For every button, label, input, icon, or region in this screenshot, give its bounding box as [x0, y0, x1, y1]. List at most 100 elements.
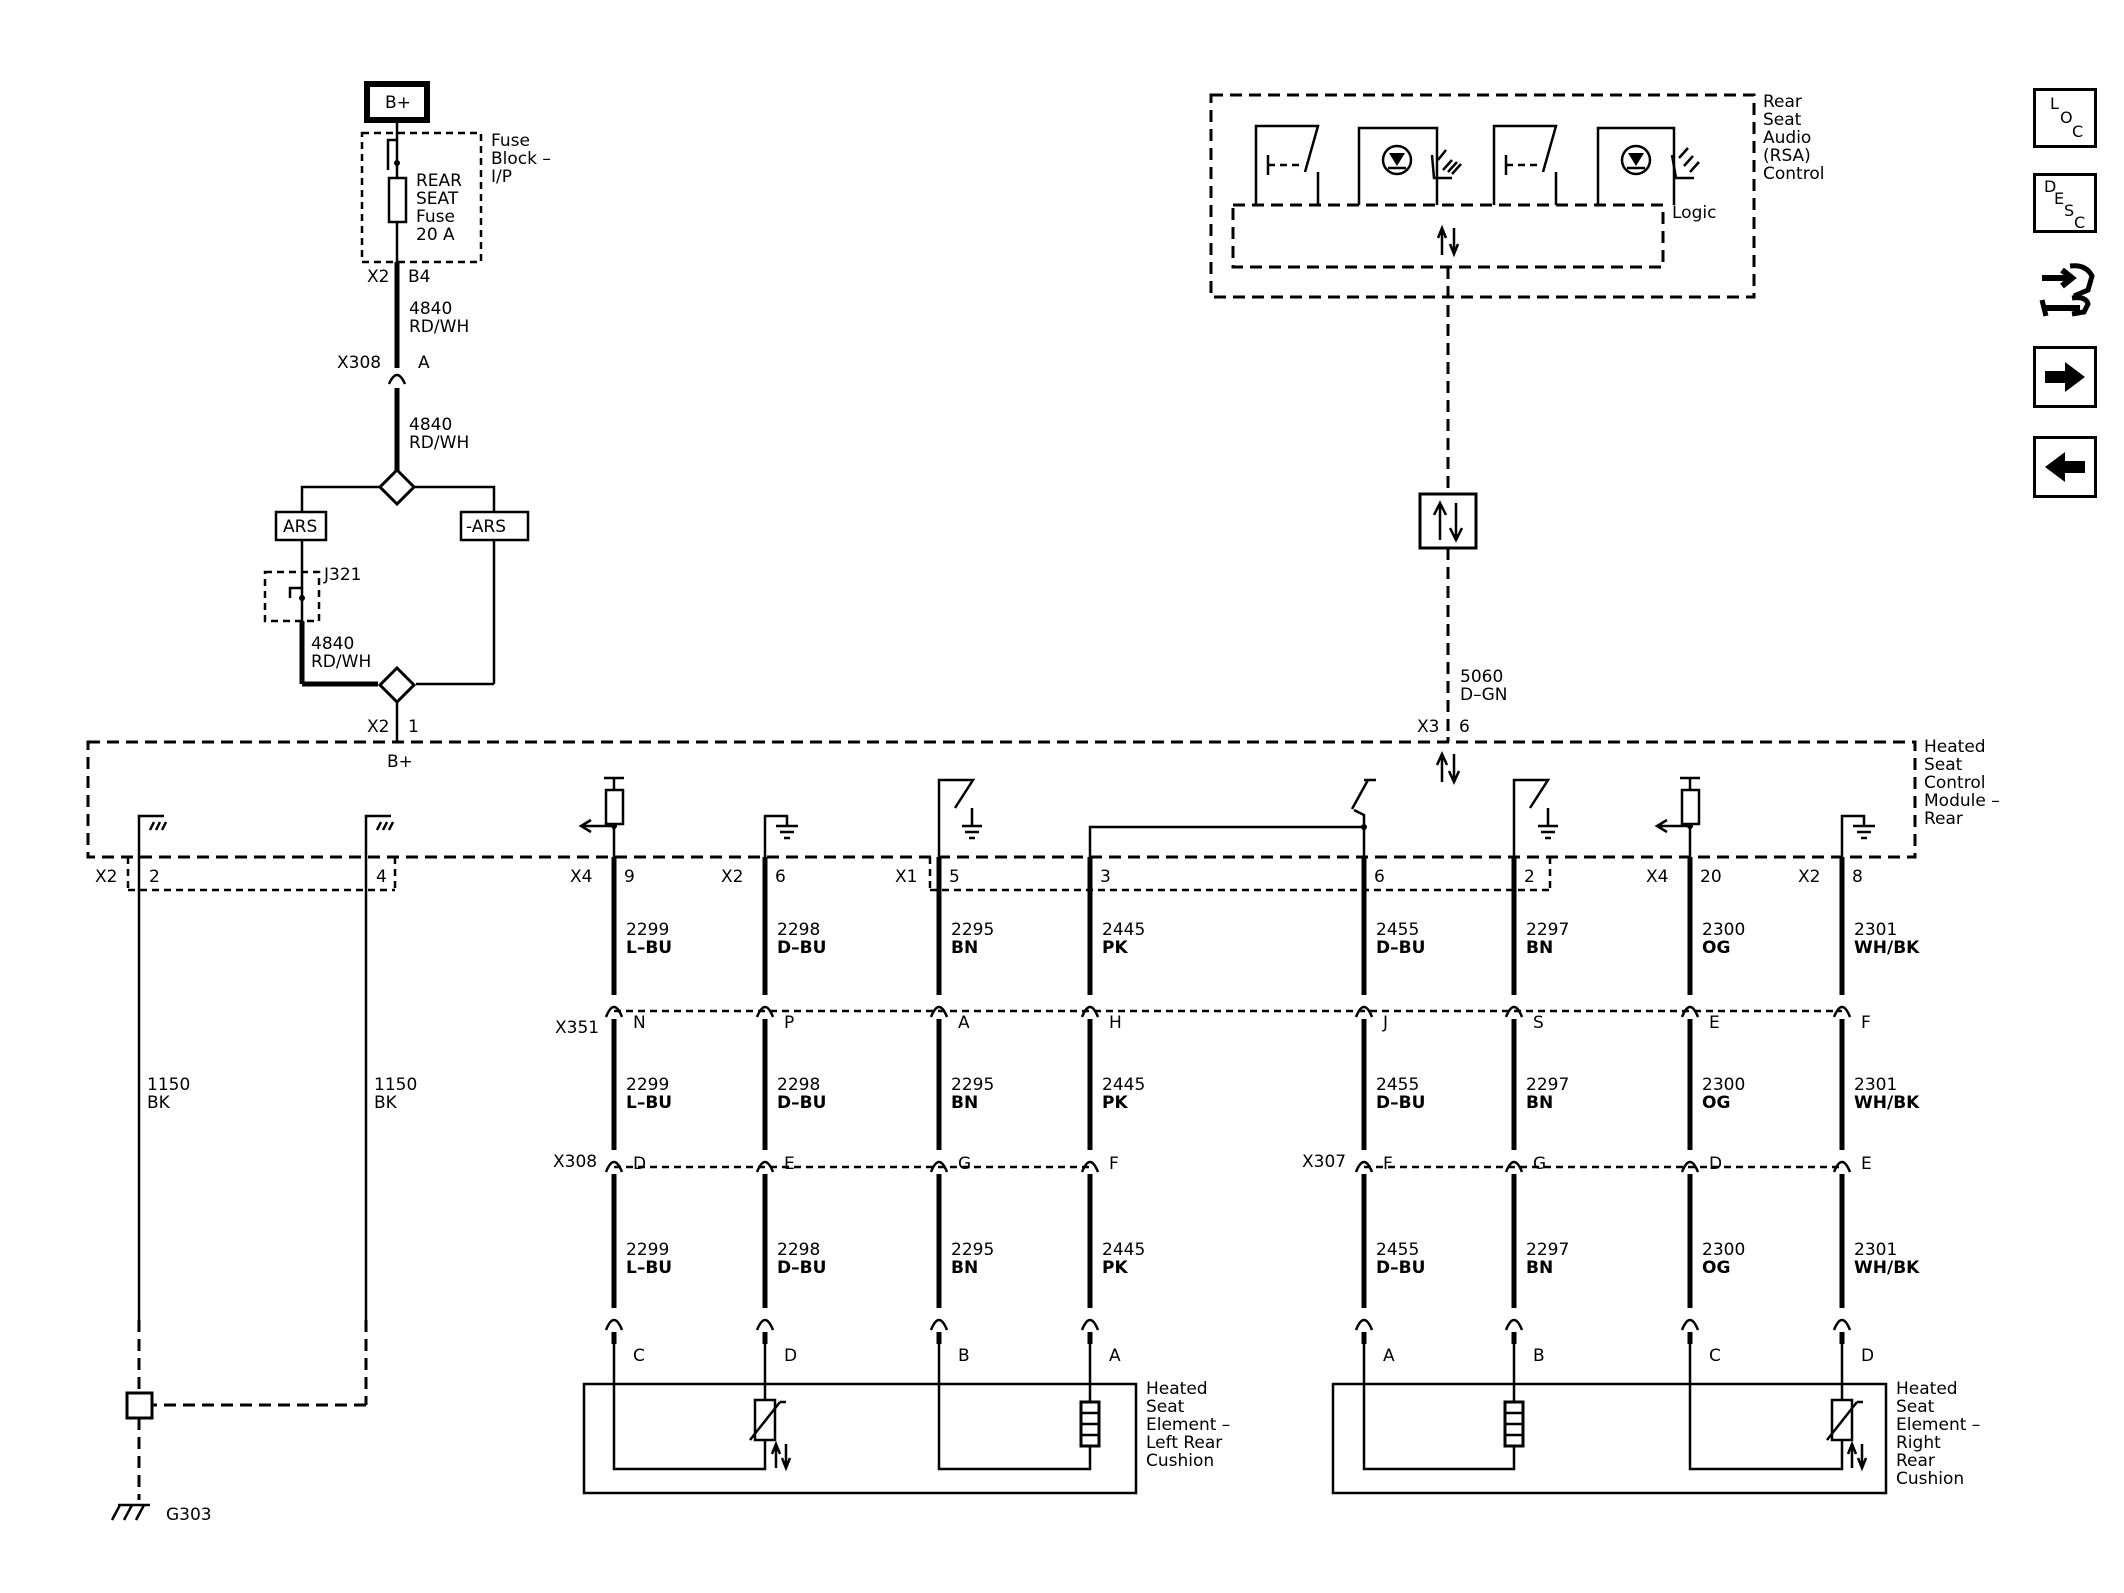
rsa-logic-outline — [1231, 203, 1665, 269]
element-pin: C — [1709, 1346, 1721, 1366]
description-button[interactable]: D E S C — [2033, 173, 2097, 233]
connector-end-view-icon — [2039, 263, 2095, 317]
x30x-pin: D — [1709, 1154, 1722, 1174]
module-pin-number: 5 — [949, 867, 960, 887]
circuit-number: 2299 — [626, 1240, 669, 1260]
circuit-color: BN — [951, 1258, 978, 1278]
inline-connector-x351 — [755, 1005, 775, 1018]
module-pin-connector: X1 — [895, 867, 917, 887]
circuit-color: BN — [1526, 938, 1553, 958]
circuit-number: 2301 — [1854, 1075, 1897, 1095]
arrow-right-icon — [2045, 362, 2085, 392]
desc-letter-c: C — [2074, 213, 2086, 232]
circuit-color: PK — [1102, 1258, 1128, 1278]
element-pin: B — [958, 1346, 970, 1366]
circuit-number: 2298 — [777, 920, 820, 940]
module-pin-number: 6 — [775, 867, 786, 887]
module-pin-number: 20 — [1700, 867, 1722, 887]
element-pin: C — [633, 1346, 645, 1366]
x30x-pin: E — [1861, 1154, 1872, 1174]
circuit-color: OG — [1702, 938, 1730, 958]
ground-splice — [125, 1391, 154, 1420]
conn-x2-1: X2 — [367, 717, 389, 737]
circuit-color: L–BU — [626, 1258, 672, 1278]
inline-connector-x30x — [1680, 1160, 1700, 1173]
location-button[interactable]: L O C — [2033, 88, 2097, 148]
circuit-number: 2295 — [951, 920, 994, 940]
module-pin-connector: X2 — [721, 867, 743, 887]
rsa-logic-label: Logic — [1672, 203, 1716, 223]
circuit-color: BN — [951, 938, 978, 958]
circuit-number: 2301 — [1854, 1240, 1897, 1260]
x351-pin: H — [1109, 1013, 1122, 1033]
circuit-number: 2295 — [951, 1075, 994, 1095]
element-connector — [604, 1318, 624, 1331]
circuit-color: D–BU — [1376, 1258, 1425, 1278]
circuit-number: 2299 — [626, 1075, 669, 1095]
module-pin-number: 6 — [1374, 867, 1385, 887]
inline-connector-x30x — [929, 1160, 949, 1173]
circuit-color: L–BU — [626, 938, 672, 958]
circuit-color: WH/BK — [1854, 938, 1920, 958]
circuit-color: OG — [1702, 1258, 1730, 1278]
element-connector — [1354, 1318, 1374, 1331]
circuit-color: OG — [1702, 1093, 1730, 1113]
circuit-color: BN — [1526, 1258, 1553, 1278]
conn-x2-b4: X2 — [367, 267, 389, 287]
previous-page-button[interactable] — [2033, 436, 2097, 498]
circuit-color: WH/BK — [1854, 1258, 1920, 1278]
element-pin: A — [1109, 1346, 1121, 1366]
diagram-lines — [86, 81, 1917, 1521]
module-pin-number: 4 — [376, 867, 387, 887]
element-connector — [1680, 1318, 1700, 1331]
module-pin-connector: X4 — [570, 867, 592, 887]
module-pin-connector: X4 — [1646, 867, 1668, 887]
x351-pin: A — [958, 1013, 970, 1033]
circuit-number: 2445 — [1102, 920, 1145, 940]
x30x-pin: F — [1109, 1154, 1119, 1174]
circuit-number: 2299 — [626, 920, 669, 940]
circuit-color: D–BU — [777, 938, 826, 958]
element-connector — [1504, 1318, 1524, 1331]
x351-pin: P — [784, 1013, 794, 1033]
desc-letter-d: D — [2044, 177, 2057, 196]
circuit-number: 2297 — [1526, 1240, 1569, 1260]
circuit-number: 2298 — [777, 1240, 820, 1260]
element-pin: D — [784, 1346, 797, 1366]
next-page-button[interactable] — [2033, 346, 2097, 408]
arrow-left-icon — [2045, 452, 2085, 482]
element-connector — [755, 1318, 775, 1331]
inline-connector-x351 — [1504, 1005, 1524, 1018]
connector-end-view-button[interactable] — [2036, 254, 2098, 326]
x30x-pin: E — [784, 1154, 795, 1174]
serial-data-box — [1418, 492, 1478, 550]
conn-x3-6-pin: 6 — [1459, 717, 1470, 737]
inline-connector-x351 — [1680, 1005, 1700, 1018]
module-pin-connector: X2 — [1798, 867, 1820, 887]
circuit-color: D–BU — [777, 1258, 826, 1278]
x351-pin: E — [1709, 1013, 1720, 1033]
inline-connector-x351 — [1080, 1005, 1100, 1018]
inline-connector-x30x — [1832, 1160, 1852, 1173]
circuit-color: PK — [1102, 1093, 1128, 1113]
module-pin-number: 2 — [1524, 867, 1535, 887]
circuit-number: 2300 — [1702, 920, 1745, 940]
inline-connector-x351 — [929, 1005, 949, 1018]
jumper-label: J321 — [323, 565, 361, 585]
circuit-color: PK — [1102, 938, 1128, 958]
element-connector — [1832, 1318, 1852, 1331]
x30x-pin: G — [958, 1154, 971, 1174]
circuit-number: 2445 — [1102, 1075, 1145, 1095]
splice-diamond-bottom — [377, 665, 417, 705]
module-bplus-pin: B+ — [387, 752, 413, 772]
loc-letter-o: O — [2060, 108, 2073, 127]
x30x-pin: G — [1533, 1154, 1546, 1174]
module-pin-connector: X2 — [95, 867, 117, 887]
